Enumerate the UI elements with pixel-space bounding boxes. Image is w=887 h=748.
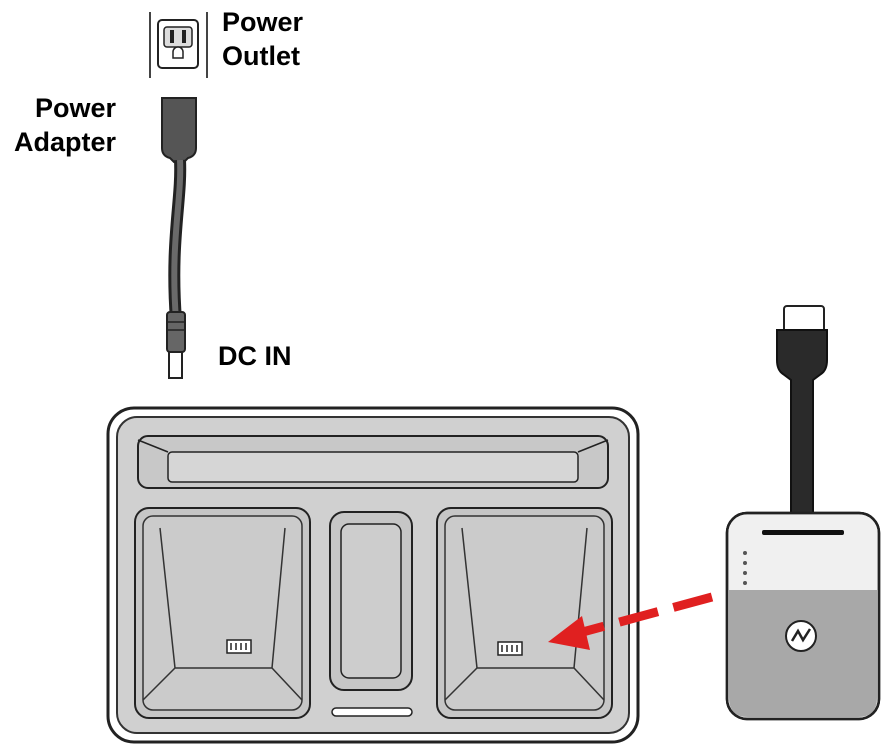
right-charging-bay: [436, 507, 613, 719]
insert-arrow: [548, 592, 714, 650]
power-adapter-label: Power Adapter: [14, 92, 116, 160]
left-charging-bay: [134, 507, 311, 719]
charging-tray: [106, 406, 640, 744]
power-outlet-label: Power Outlet: [222, 6, 303, 74]
power-outlet-icon: [149, 12, 208, 78]
power-adapter: [161, 97, 197, 379]
power-outlet-label-line1: Power: [222, 7, 304, 37]
power-adapter-label-line2: Adapter: [14, 126, 117, 157]
power-adapter-label-line1: Power: [34, 93, 117, 123]
wireless-dongle: [725, 305, 881, 721]
middle-bay: [329, 511, 413, 717]
wireless-logo-icon: [785, 620, 817, 652]
dc-in-label: DC IN: [218, 341, 292, 371]
power-outlet-label-line2: Outlet: [222, 40, 300, 71]
